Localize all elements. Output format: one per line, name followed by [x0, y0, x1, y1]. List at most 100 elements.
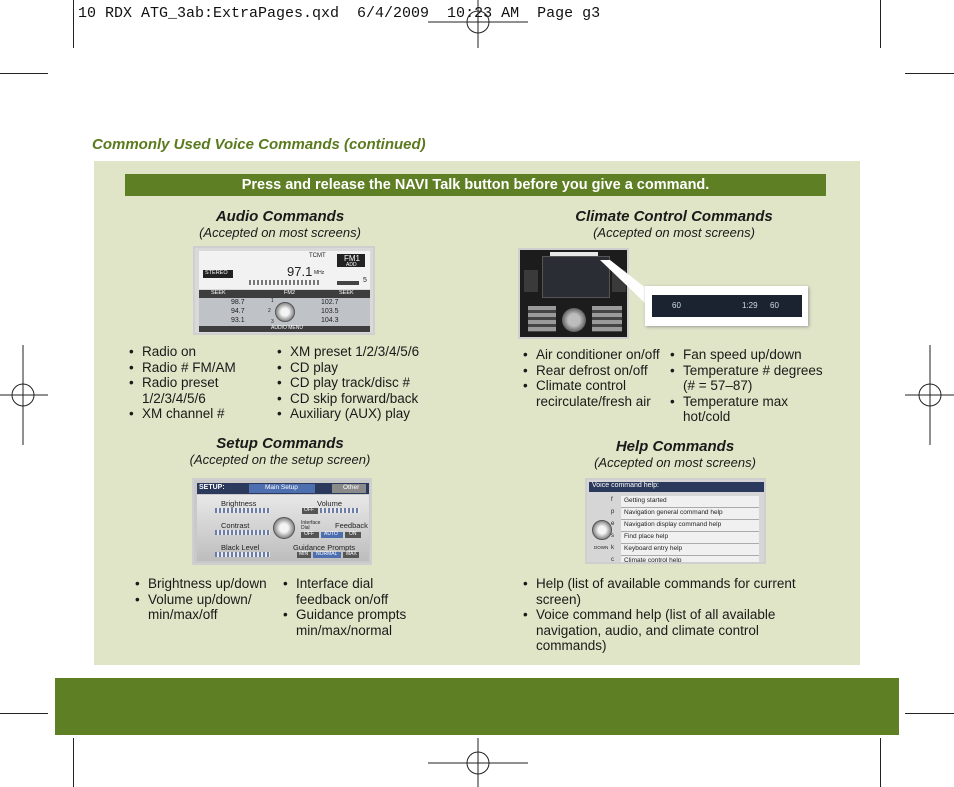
audio-seek-left: SEEK — [211, 290, 226, 296]
setup-feedback-off-label: OFF — [304, 531, 314, 537]
audio-seek-right: SEEK — [339, 290, 354, 296]
setup-contrast-bar[interactable] — [215, 530, 270, 535]
help-header-label: Voice command help: — [592, 482, 659, 489]
audio-command: XM channel # — [127, 406, 272, 422]
setup-feedback-on-btn[interactable] — [345, 532, 361, 538]
help-item-letter: e — [611, 521, 615, 527]
climate-command: Climate control recirculate/fresh air — [521, 378, 666, 409]
setup-commands-title: Setup Commands — [216, 435, 344, 452]
registration-mark-bottom — [428, 738, 528, 787]
setup-volume-off-btn[interactable] — [302, 508, 318, 514]
audio-volume-bar — [337, 281, 359, 285]
help-list-item[interactable]: e Navigation display command help — [611, 520, 759, 532]
setup-feedback-off-btn[interactable] — [301, 532, 319, 538]
registration-mark-right — [905, 345, 954, 445]
audio-tcmt-label: TCMT — [309, 253, 326, 259]
file-slug: 10 RDX ATG_3ab:ExtraPages.qxd 6/4/2009 1… — [78, 5, 601, 22]
setup-guidance-min-btn[interactable] — [297, 552, 311, 558]
audio-menu-bar: AUDIO MENU — [199, 325, 370, 332]
audio-band-box — [337, 254, 365, 267]
audio-preset-area: 98.7 94.7 93.1 1 2 3 102.7 103.5 104.3 — [199, 298, 370, 326]
help-list-item[interactable]: s Find place help — [611, 532, 759, 544]
audio-commands-list-1: Radio on Radio # FM/AM Radio preset 1/2/… — [127, 344, 272, 422]
climate-command: Rear defrost on/off — [521, 363, 666, 379]
audio-command: CD skip forward/back — [275, 391, 450, 407]
setup-body: Brightness Volume OFF Contrast Interface… — [197, 495, 369, 561]
help-item-label: Getting started — [624, 497, 667, 504]
help-dial[interactable] — [592, 520, 612, 540]
registration-mark-top — [428, 0, 528, 48]
crop-mark — [880, 738, 881, 787]
help-item-label: Find place help — [624, 533, 669, 540]
crop-mark — [905, 713, 954, 714]
help-command: Help (list of available commands for cur… — [521, 576, 816, 607]
help-list: f Getting started p Navigation general c… — [611, 496, 759, 564]
help-item-letter: f — [611, 497, 613, 503]
setup-tab-other[interactable] — [332, 484, 366, 493]
help-item-label: Navigation general command help — [624, 509, 723, 516]
setup-commands-list-1: Brightness up/down Volume up/down/ min/m… — [133, 576, 278, 623]
setup-contrast-label: Contrast — [221, 521, 250, 530]
audio-command: Radio preset 1/2/3/4/5/6 — [127, 375, 272, 406]
audio-preset-number: 5 — [363, 277, 367, 284]
help-command: Voice command help (list of all availabl… — [521, 607, 816, 654]
climate-commands-list-1: Air conditioner on/off Rear defrost on/o… — [521, 347, 666, 409]
dashboard-screen — [542, 256, 610, 298]
audio-preset-left[interactable]: 94.7 — [231, 308, 245, 315]
crop-mark — [905, 73, 954, 74]
setup-guidance-max-btn[interactable] — [343, 552, 359, 558]
audio-dial-marker: 2 — [268, 308, 271, 314]
audio-preset-left[interactable]: 93.1 — [231, 317, 245, 324]
audio-commands-title: Audio Commands — [215, 208, 345, 225]
setup-guidance-normal-btn[interactable] — [313, 552, 341, 558]
audio-command: Radio on — [127, 344, 272, 360]
setup-commands-subtitle: (Accepted on the setup screen) — [189, 452, 371, 467]
setup-commands-list-2: Interface dial feedback on/off Guidance … — [281, 576, 426, 638]
setup-volume-bar[interactable] — [320, 508, 360, 513]
audio-preset-right[interactable]: 102.7 — [321, 299, 339, 306]
audio-preset-right[interactable]: 104.3 — [321, 317, 339, 324]
climate-command: Temperature # degrees (# = 57–87) — [668, 363, 828, 394]
help-item-label: Climate control help — [624, 557, 682, 564]
setup-header-label: SETUP: — [199, 484, 225, 491]
audio-commands-subtitle: (Accepted on most screens) — [199, 225, 361, 240]
setup-feedback-on-label: ON — [349, 531, 357, 537]
help-list-item[interactable]: c Climate control help — [611, 556, 759, 564]
setup-feedback-auto-label: AUTO — [324, 531, 338, 537]
audio-menu-label: AUDIO MENU — [271, 325, 303, 331]
dashboard-vent-left — [524, 270, 538, 292]
setup-brightness-bar[interactable] — [215, 508, 270, 513]
setup-guidance-max-label: MAX — [346, 551, 357, 557]
help-screen-image: Voice command help: DOWN f Getting start… — [585, 478, 766, 564]
help-item-label: Keyboard entry help — [624, 545, 683, 552]
setup-feedback-auto-btn[interactable] — [321, 532, 343, 538]
setup-guidance-min-label: MIN — [299, 551, 309, 557]
climate-command: Fan speed up/down — [668, 347, 828, 363]
audio-stereo-box — [203, 270, 233, 278]
setup-tab-other-label: Other — [343, 484, 360, 491]
audio-preset-right[interactable]: 103.5 — [321, 308, 339, 315]
setup-black-level-bar[interactable] — [215, 552, 270, 557]
dashboard-buttons-left — [528, 306, 556, 332]
setup-tab-main[interactable] — [249, 484, 315, 493]
climate-temp-left: 60 — [672, 301, 681, 310]
climate-temp-right: 60 — [770, 301, 779, 310]
dashboard-knob — [562, 308, 586, 332]
audio-seek-row: SEEK FM2 SEEK — [199, 290, 370, 298]
setup-volume-label: Volume — [317, 499, 343, 508]
audio-level-bar — [249, 280, 319, 285]
setup-screen-image: SETUP: Main Setup Other Brightness Volum… — [192, 478, 372, 565]
climate-commands-subtitle: (Accepted on most screens) — [593, 225, 755, 240]
help-list-item[interactable]: k Keyboard entry help — [611, 544, 759, 556]
audio-dial-marker: 3 — [271, 319, 274, 325]
setup-dial[interactable] — [273, 517, 295, 539]
audio-command: XM preset 1/2/3/4/5/6 — [275, 344, 450, 360]
help-list-item[interactable]: f Getting started — [611, 496, 759, 508]
setup-command: Guidance prompts min/max/normal — [281, 607, 426, 638]
crop-mark — [0, 713, 48, 714]
audio-command: Auxiliary (AUX) play — [275, 406, 450, 422]
help-list-item[interactable]: p Navigation general command help — [611, 508, 759, 520]
audio-dial[interactable] — [275, 302, 295, 322]
setup-black-level-label: Black Level — [221, 543, 260, 552]
audio-preset-left[interactable]: 98.7 — [231, 299, 245, 306]
